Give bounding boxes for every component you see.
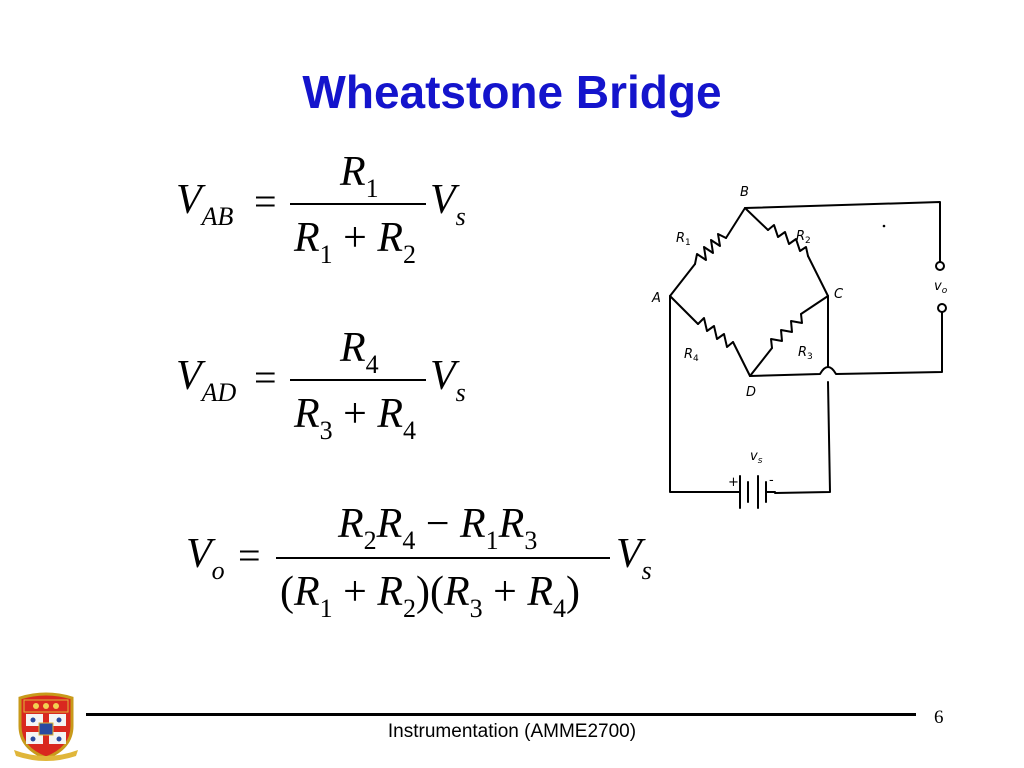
resistor-label-r1: R1 <box>676 231 691 248</box>
equation-vo: Vo = R2R4 − R1R3 (R1 + R2)(R3 + R4) Vs <box>180 500 670 635</box>
diagram-dot <box>882 224 886 228</box>
wire-d-r3 <box>749 347 773 377</box>
resistor-r1 <box>694 233 727 265</box>
eq3-lhs: Vo <box>186 531 225 585</box>
battery-minus: - <box>769 473 774 488</box>
wire-b-output <box>744 201 941 263</box>
eq2-equals: = <box>254 355 277 400</box>
eq1-lhs: VAB <box>176 177 234 231</box>
resistor-label-r4: R4 <box>684 347 699 364</box>
wire-a-r1 <box>669 263 696 297</box>
resistor-r3 <box>770 313 803 349</box>
university-crest-logo <box>14 692 78 761</box>
wire-a-battery <box>669 295 736 493</box>
eq3-rhs: Vs <box>616 531 652 585</box>
eq2-rhs: Vs <box>430 353 466 407</box>
eq2-denominator: R3 + R4 <box>294 391 416 445</box>
footer-divider <box>86 713 916 716</box>
eq3-denominator: (R1 + R2)(R3 + R4) <box>280 569 580 623</box>
node-label-b: B <box>740 185 749 200</box>
eq3-numerator: R2R4 − R1R3 <box>338 501 538 555</box>
output-label: vo <box>934 279 948 296</box>
eq3-fraction-bar <box>276 557 610 559</box>
slide-title: Wheatstone Bridge <box>302 66 722 118</box>
resistor-r2 <box>767 224 809 257</box>
wire-a-r4 <box>669 295 699 325</box>
output-terminal-bottom <box>937 303 947 313</box>
resistor-r4 <box>697 317 734 348</box>
eq2-fraction-bar <box>290 379 426 381</box>
resistor-label-r2: R2 <box>796 229 811 246</box>
wire-c-battery <box>774 295 831 494</box>
output-terminal-top <box>935 261 945 271</box>
eq1-numerator: R1 <box>340 149 379 203</box>
eq1-equals: = <box>254 179 277 224</box>
eq2-lhs: VAD <box>176 353 237 407</box>
footer-course-title: Instrumentation (AMME2700) <box>387 721 637 742</box>
wheatstone-bridge-diagram: B A C D R1 R2 R4 R3 vo vs + - <box>651 185 948 509</box>
resistor-label-r3: R3 <box>798 345 813 362</box>
equation-vab: VAB = R1 R1 + R2 Vs <box>170 149 490 280</box>
wire-b-r2 <box>744 207 769 231</box>
wire-d-output <box>749 309 943 377</box>
page-number: 6 <box>934 707 944 728</box>
battery-plus: + <box>728 475 739 490</box>
wire-r2-c <box>807 255 829 297</box>
eq1-rhs: Vs <box>430 177 466 231</box>
wire-r4-d <box>732 341 751 377</box>
node-label-d: D <box>746 385 756 400</box>
eq1-fraction-bar <box>290 203 426 205</box>
eq1-denominator: R1 + R2 <box>294 215 416 269</box>
node-label-a: A <box>651 291 661 306</box>
eq3-equals: = <box>238 533 261 578</box>
eq2-numerator: R4 <box>340 325 379 379</box>
equation-vad: VAD = R4 R3 + R4 Vs <box>170 325 490 456</box>
node-label-c: C <box>834 287 844 302</box>
wire-r3-c <box>800 295 829 315</box>
source-label: vs <box>750 449 763 466</box>
wire-r1-b <box>725 207 746 239</box>
